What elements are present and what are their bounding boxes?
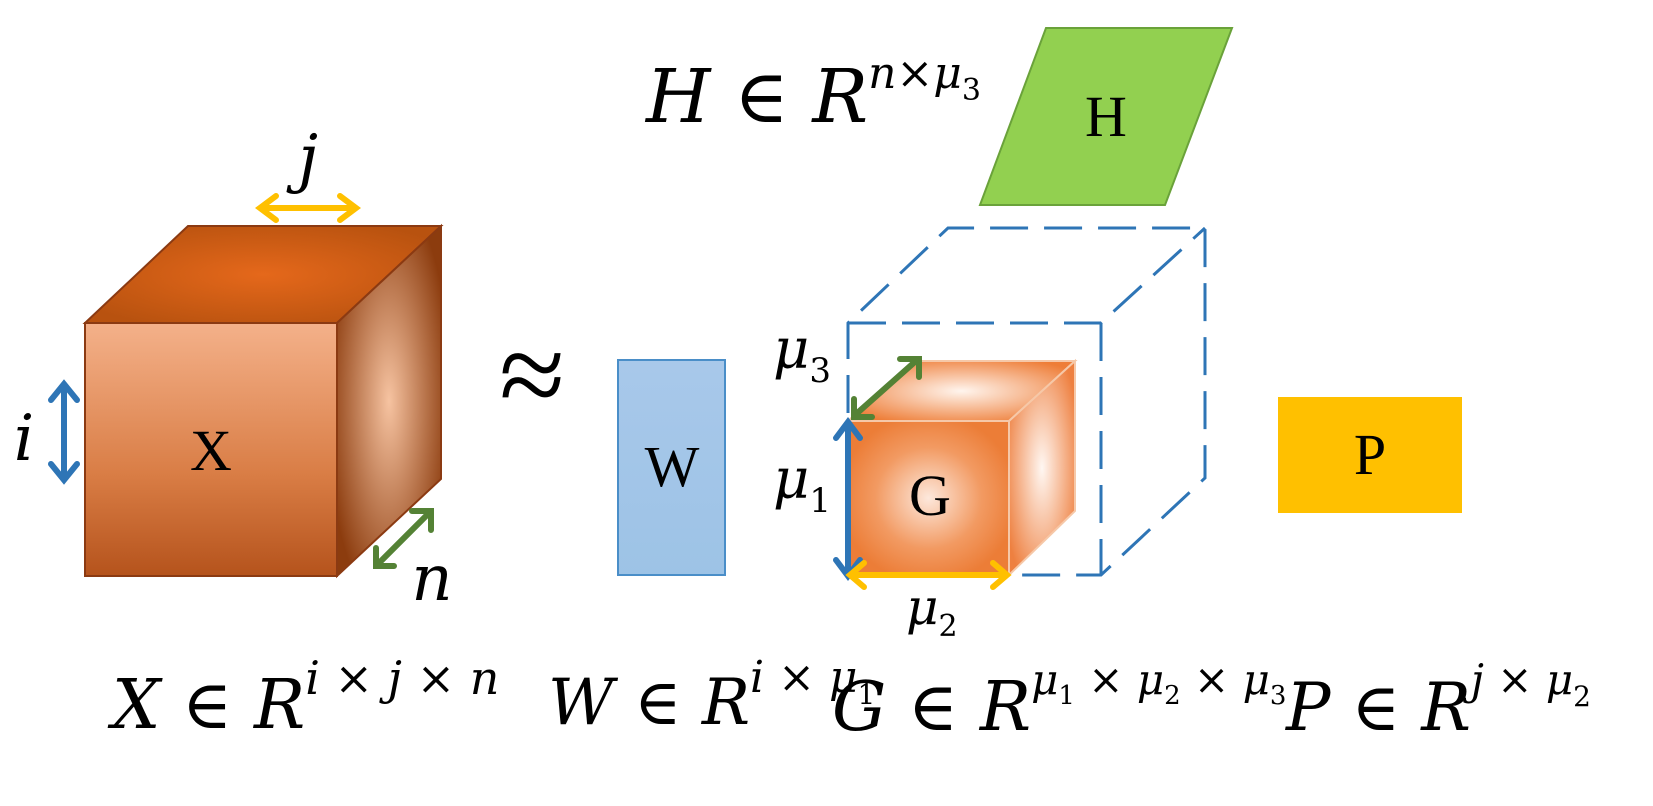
factor-h-label: H [1085, 84, 1127, 149]
dim-mu2-arrow [845, 560, 1012, 590]
factor-p-rect [1278, 397, 1462, 513]
factor-h-block: H [978, 27, 1234, 206]
dim-mu3-label: μ3 [773, 317, 831, 391]
core-bounding-cube-dashed [846, 226, 1207, 577]
formula-x: X ∈ Ri × j × n [107, 651, 499, 745]
factor-w-block: W [617, 359, 726, 576]
dim-j-label: j [286, 122, 318, 196]
dim-mu3-arrow [851, 356, 922, 420]
tensor-x-cube: X [82, 223, 444, 579]
formula-w: W ∈ Ri × μ1 [548, 652, 875, 740]
dim-n-arrow [373, 508, 434, 569]
core-g-label: G [909, 463, 951, 528]
tensor-x-front-face [84, 322, 338, 577]
dim-i-arrow [48, 379, 80, 485]
factor-w-label: W [645, 434, 700, 499]
tensor-x-label: X [190, 418, 232, 483]
approx-symbol: ≈ [499, 308, 565, 441]
dim-i-label: i [14, 402, 34, 476]
factor-w-rect [617, 359, 726, 576]
factor-p-block: P [1278, 397, 1462, 513]
factor-h-parallelogram [978, 27, 1234, 206]
factor-p-label: P [1354, 422, 1386, 487]
dim-n-label: n [411, 542, 452, 616]
core-tensor-g-cube: G [845, 358, 1078, 578]
formula-p: P ∈ Rj × μ2 [1285, 655, 1591, 746]
dim-j-arrow [255, 193, 361, 223]
dim-mu1-label: μ1 [773, 447, 831, 521]
core-g-front-face [847, 420, 1010, 576]
dim-mu2-label: μ2 [906, 578, 958, 644]
formula-g: G ∈ Rμ1 × μ2 × μ3 [832, 655, 1286, 747]
formula-h: H ∈ Rn×μ3 [644, 48, 981, 140]
